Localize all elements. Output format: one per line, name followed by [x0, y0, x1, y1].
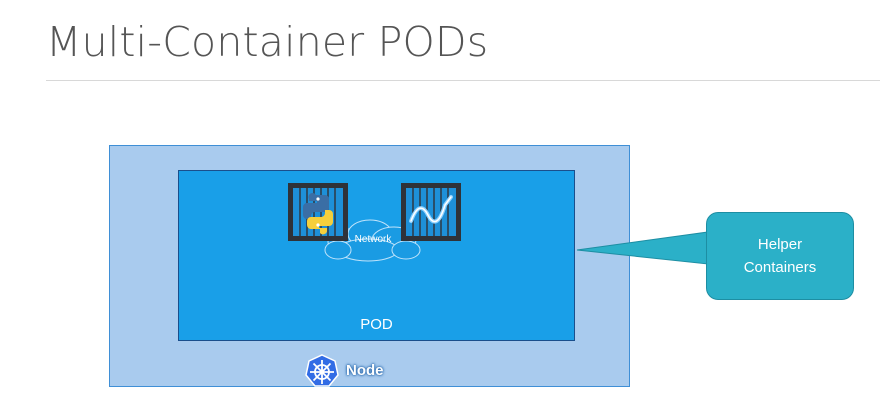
helper-containers-callout: Helper Containers: [706, 212, 854, 300]
callout-line-1: Helper: [757, 236, 803, 253]
title-divider: [46, 80, 880, 81]
python-logo-icon: [293, 188, 343, 236]
callout-line-2: Containers: [743, 259, 817, 276]
kubernetes-helm-icon: [305, 354, 339, 387]
network-cloud-icon: [324, 219, 421, 262]
python-container: [288, 183, 348, 241]
node-label: Node: [346, 362, 384, 379]
pod-label: POD: [360, 316, 393, 333]
helper-container: [401, 183, 461, 241]
network-label: Network: [354, 234, 392, 245]
wave-app-icon: [406, 188, 456, 236]
page-title: Multi-Container PODs: [46, 18, 489, 66]
